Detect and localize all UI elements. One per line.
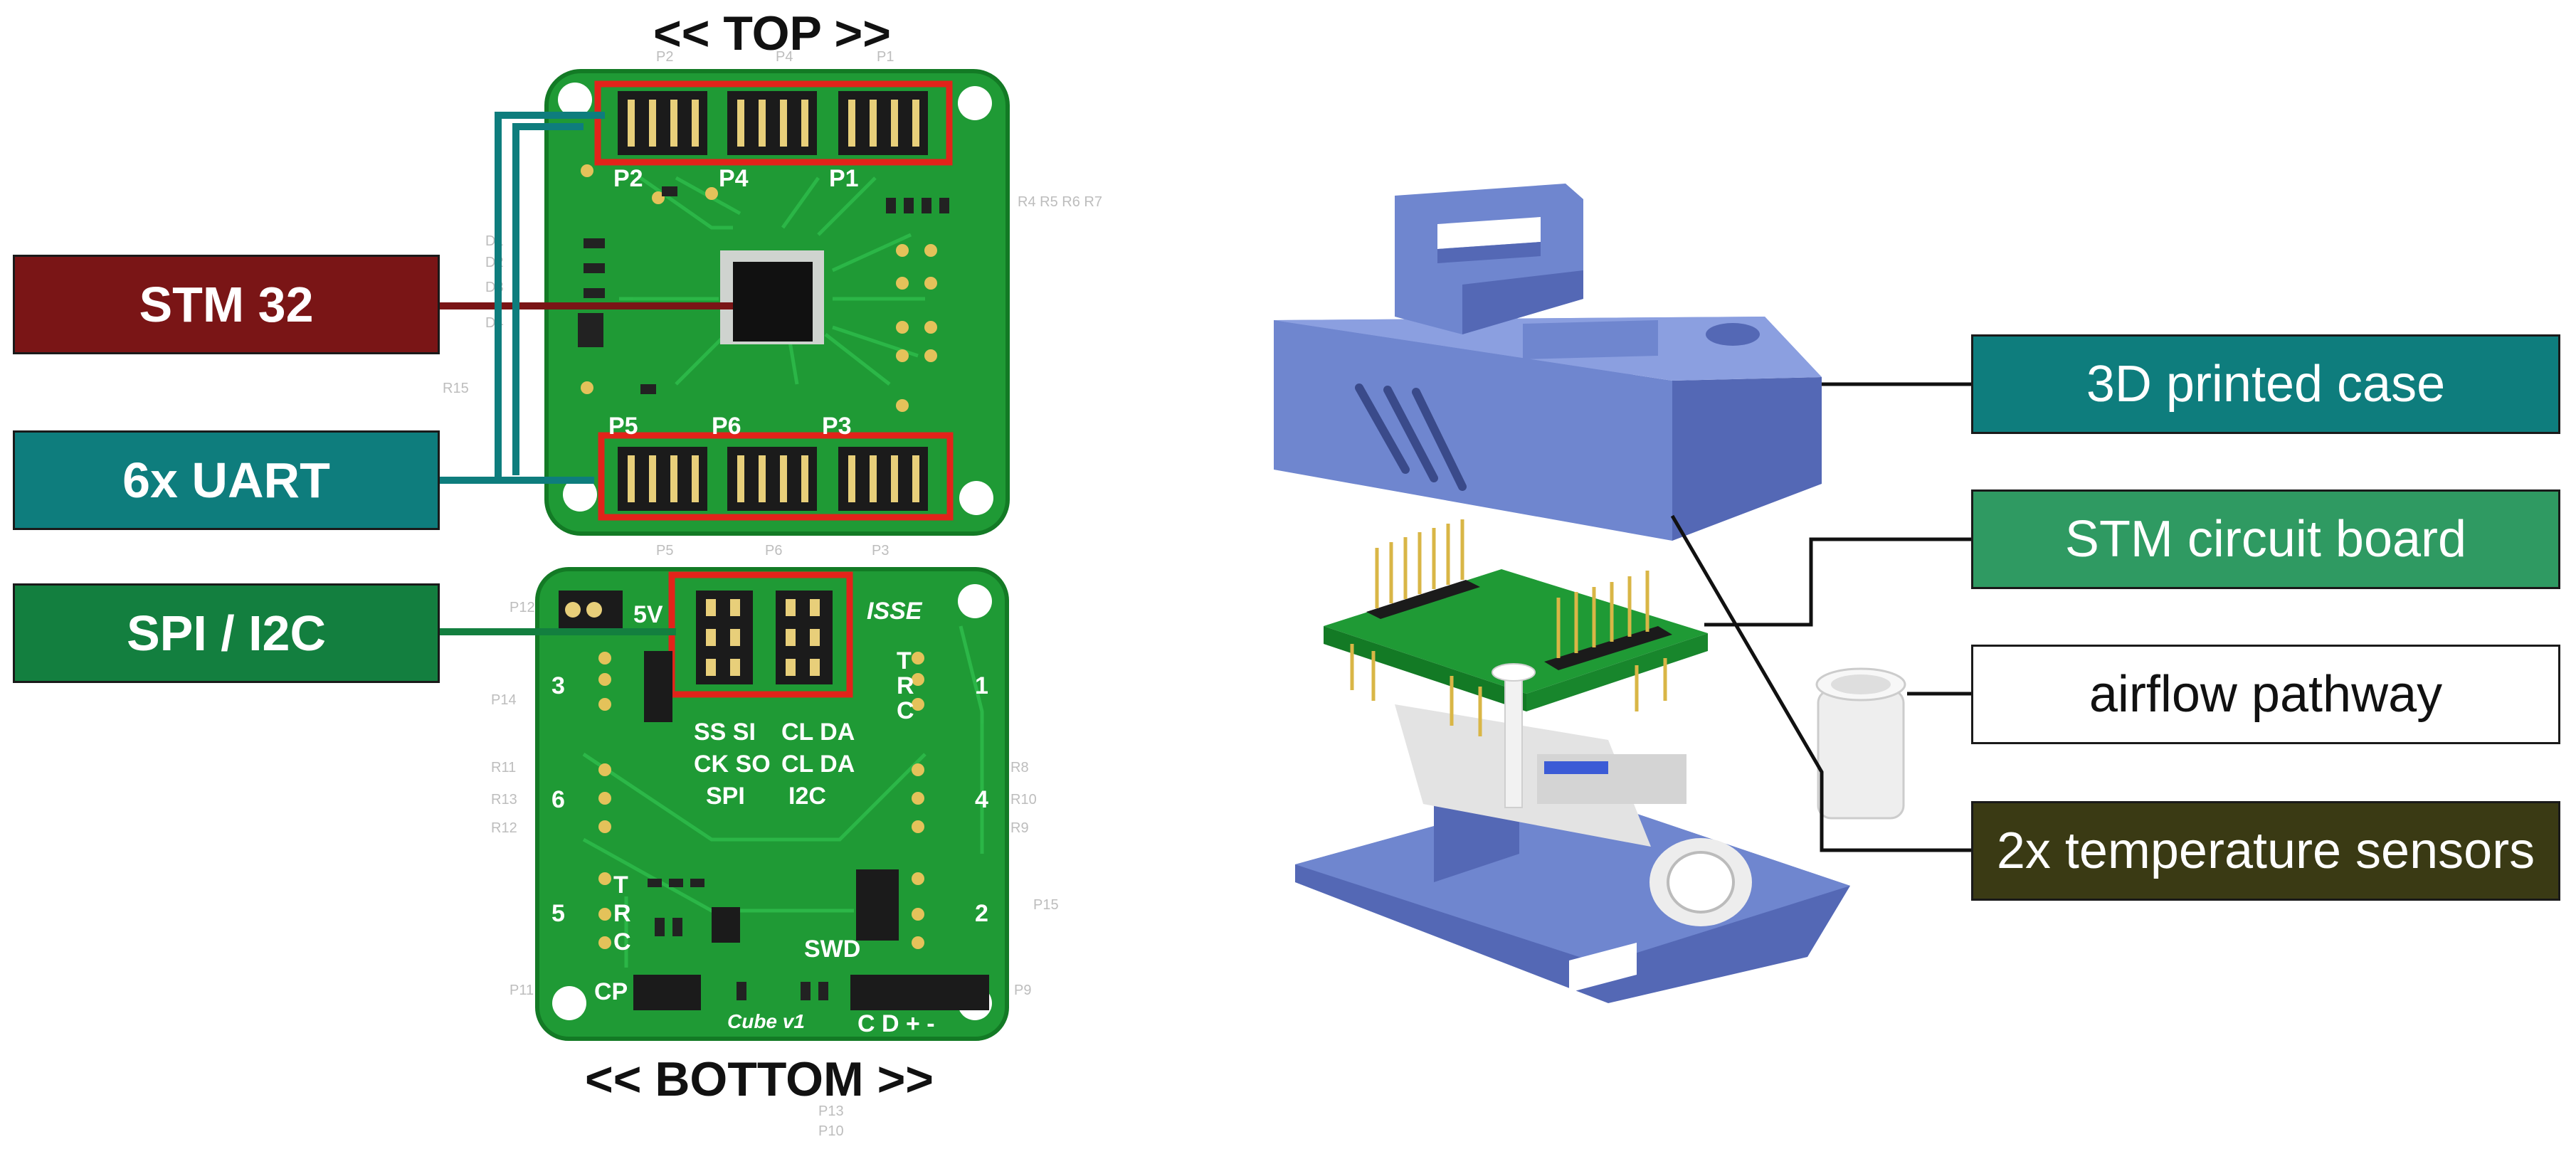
bottom-board: ISSE 5V SS SI CK SO CL DA CL DA SPI I2C … — [491, 567, 1059, 1139]
ref-r11: R11 — [491, 760, 516, 775]
ref-p12: P12 — [510, 600, 535, 615]
ref-r15: R15 — [443, 381, 469, 396]
port-1: 1 — [975, 672, 988, 699]
exploded-model — [1274, 184, 1906, 1003]
stm32-label-text: STM 32 — [139, 277, 314, 332]
ref-r8: R8 — [1010, 760, 1029, 775]
ref-p9: P9 — [1014, 983, 1031, 998]
ref-p10: P10 — [818, 1123, 844, 1139]
pin-r-left: R — [613, 900, 631, 927]
port-6: 6 — [551, 786, 565, 813]
label-spi: SPI — [706, 783, 745, 810]
label-i2c-pins2: CL DA — [781, 751, 855, 778]
ref-p15: P15 — [1033, 897, 1059, 913]
stm32-label: STM 32 — [13, 255, 440, 354]
label-cp: CP — [594, 978, 628, 1005]
top-ref-p2: P2 — [656, 49, 673, 65]
sensor-connector — [1670, 514, 1971, 852]
ref-r10: R10 — [1010, 792, 1037, 808]
brand-logo: ISSE — [867, 598, 923, 625]
uart-connector — [440, 112, 605, 484]
stm32-chip — [720, 250, 824, 344]
label-5v: 5V — [633, 601, 663, 628]
top-headers-row1 — [594, 80, 953, 166]
uart-connector-inner — [512, 123, 584, 475]
spi-i2c-label: SPI / I2C — [13, 583, 440, 683]
top-board: P2 P4 P1 P5 P6 P3 P2 P4 P1 R4 R5 R6 R7 D… — [443, 49, 1102, 559]
top-headers-row2 — [598, 432, 954, 521]
top-ref-p4: P4 — [776, 49, 793, 65]
label-spi-pins: SS SI — [694, 719, 756, 746]
header-label-p3: P3 — [822, 413, 852, 440]
label-cube: Cube v1 — [727, 1010, 805, 1032]
port-5: 5 — [551, 900, 565, 927]
uart-label-text: 6x UART — [122, 452, 330, 508]
bottom-heading: << BOTTOM >> — [585, 1052, 934, 1106]
ref-p5: P5 — [656, 543, 673, 559]
stm-circuit-board — [1324, 519, 1708, 808]
header-label-p1: P1 — [829, 165, 859, 192]
airflow-label: airflow pathway — [1971, 645, 2560, 744]
board-connector — [1704, 537, 1971, 627]
sensors-label: 2x temperature sensors — [1971, 801, 2560, 901]
resistor-refs: R4 R5 R6 R7 — [1018, 194, 1102, 210]
label-i2c-pins: CL DA — [781, 719, 855, 746]
header-label-p5: P5 — [608, 413, 638, 440]
pin-c-right: C — [897, 697, 914, 724]
airflow-label-text: airflow pathway — [2089, 666, 2443, 723]
top-heading: << TOP >> — [653, 6, 891, 60]
board-label-text: STM circuit board — [2064, 511, 2467, 568]
ref-r9: R9 — [1010, 820, 1029, 836]
header-label-p6: P6 — [712, 413, 741, 440]
printed-case — [1274, 184, 1822, 541]
label-cd: C D + - — [857, 1010, 935, 1037]
pin-t-left: T — [613, 872, 628, 899]
sensors-label-text: 2x temperature sensors — [1996, 822, 2535, 879]
port-2: 2 — [975, 900, 988, 927]
board-label: STM circuit board — [1971, 489, 2560, 589]
header-label-p4: P4 — [719, 165, 749, 192]
ref-p14: P14 — [491, 692, 517, 708]
top-ref-p1: P1 — [877, 49, 894, 65]
ref-r12: R12 — [491, 820, 517, 836]
case-label-text: 3D printed case — [2086, 356, 2446, 413]
label-spi-pins2: CK SO — [694, 751, 771, 778]
case-label: 3D printed case — [1971, 334, 2560, 434]
pin-t-right: T — [897, 647, 912, 674]
uart-label: 6x UART — [13, 430, 440, 530]
ref-p6: P6 — [765, 543, 782, 559]
ref-p13: P13 — [818, 1103, 844, 1119]
ref-p3: P3 — [872, 543, 889, 559]
label-swd: SWD — [804, 936, 860, 963]
port-4: 4 — [975, 786, 988, 813]
label-i2c: I2C — [788, 783, 826, 810]
pin-r-right: R — [897, 672, 914, 699]
spi-i2c-label-text: SPI / I2C — [126, 605, 327, 661]
pin-c-left: C — [613, 928, 631, 956]
ref-p11: P11 — [510, 983, 534, 998]
bottom-headers-highlight — [598, 432, 954, 521]
ref-r13: R13 — [491, 792, 517, 808]
header-label-p2: P2 — [613, 165, 643, 192]
airflow-pipe — [1815, 667, 1906, 820]
top-headers-highlight — [594, 80, 953, 166]
spi-i2c-headers — [668, 571, 853, 698]
port-3: 3 — [551, 672, 565, 699]
